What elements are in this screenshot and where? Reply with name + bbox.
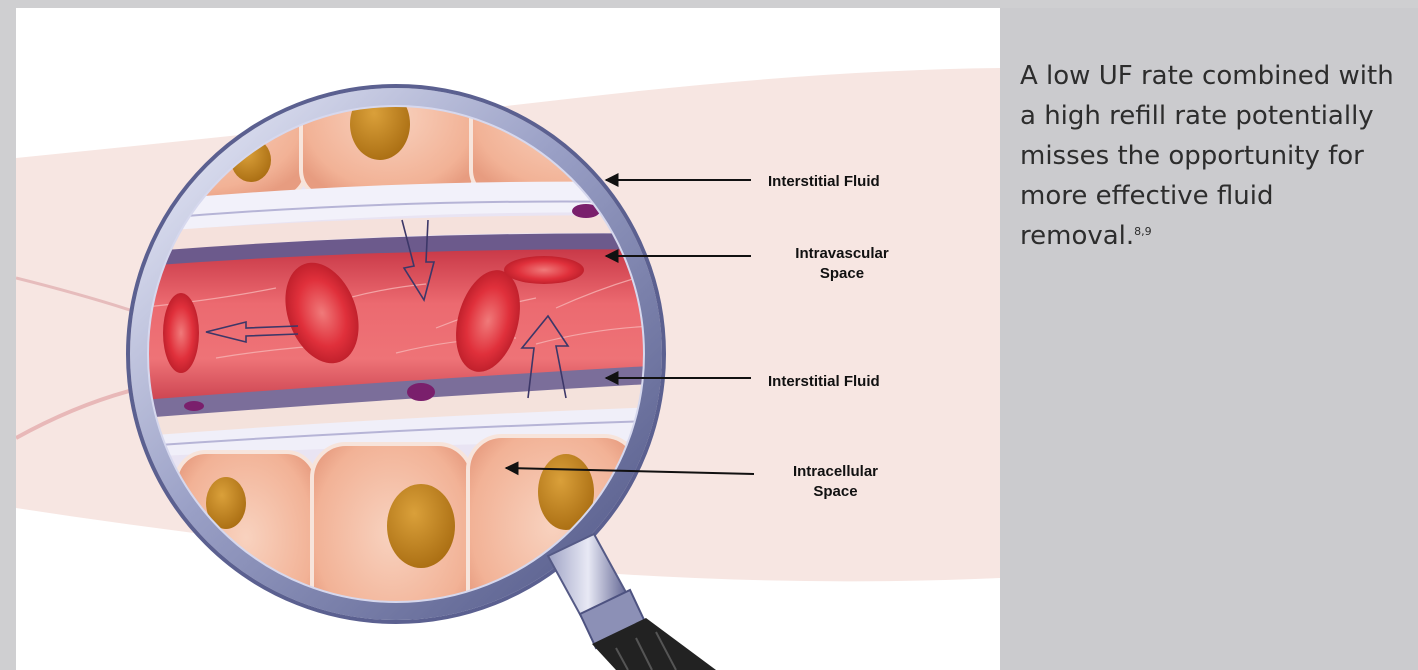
label-intravascular-line1: Intravascular [768, 244, 916, 264]
label-intracellular-line1: Intracellular [768, 462, 903, 482]
magnifier-illustration [16, 8, 1000, 670]
label-intracellular-line2: Space [768, 482, 903, 502]
label-intravascular-space: Intravascular Space [768, 244, 916, 284]
illustration-panel: Interstitial Fluid Intravascular Space I… [16, 8, 1000, 670]
label-intracellular-space: Intracellular Space [768, 462, 903, 502]
side-text-panel: A low UF rate combined with a high refil… [1000, 8, 1418, 670]
label-interstitial-fluid-top: Interstitial Fluid [768, 172, 880, 192]
label-intravascular-line2: Space [768, 264, 916, 284]
label-interstitial-fluid-bottom: Interstitial Fluid [768, 372, 880, 392]
side-text-body: A low UF rate combined with a high refil… [1020, 61, 1394, 251]
citation-superscript: 8,9 [1134, 225, 1152, 238]
side-text: A low UF rate combined with a high refil… [1020, 56, 1400, 256]
